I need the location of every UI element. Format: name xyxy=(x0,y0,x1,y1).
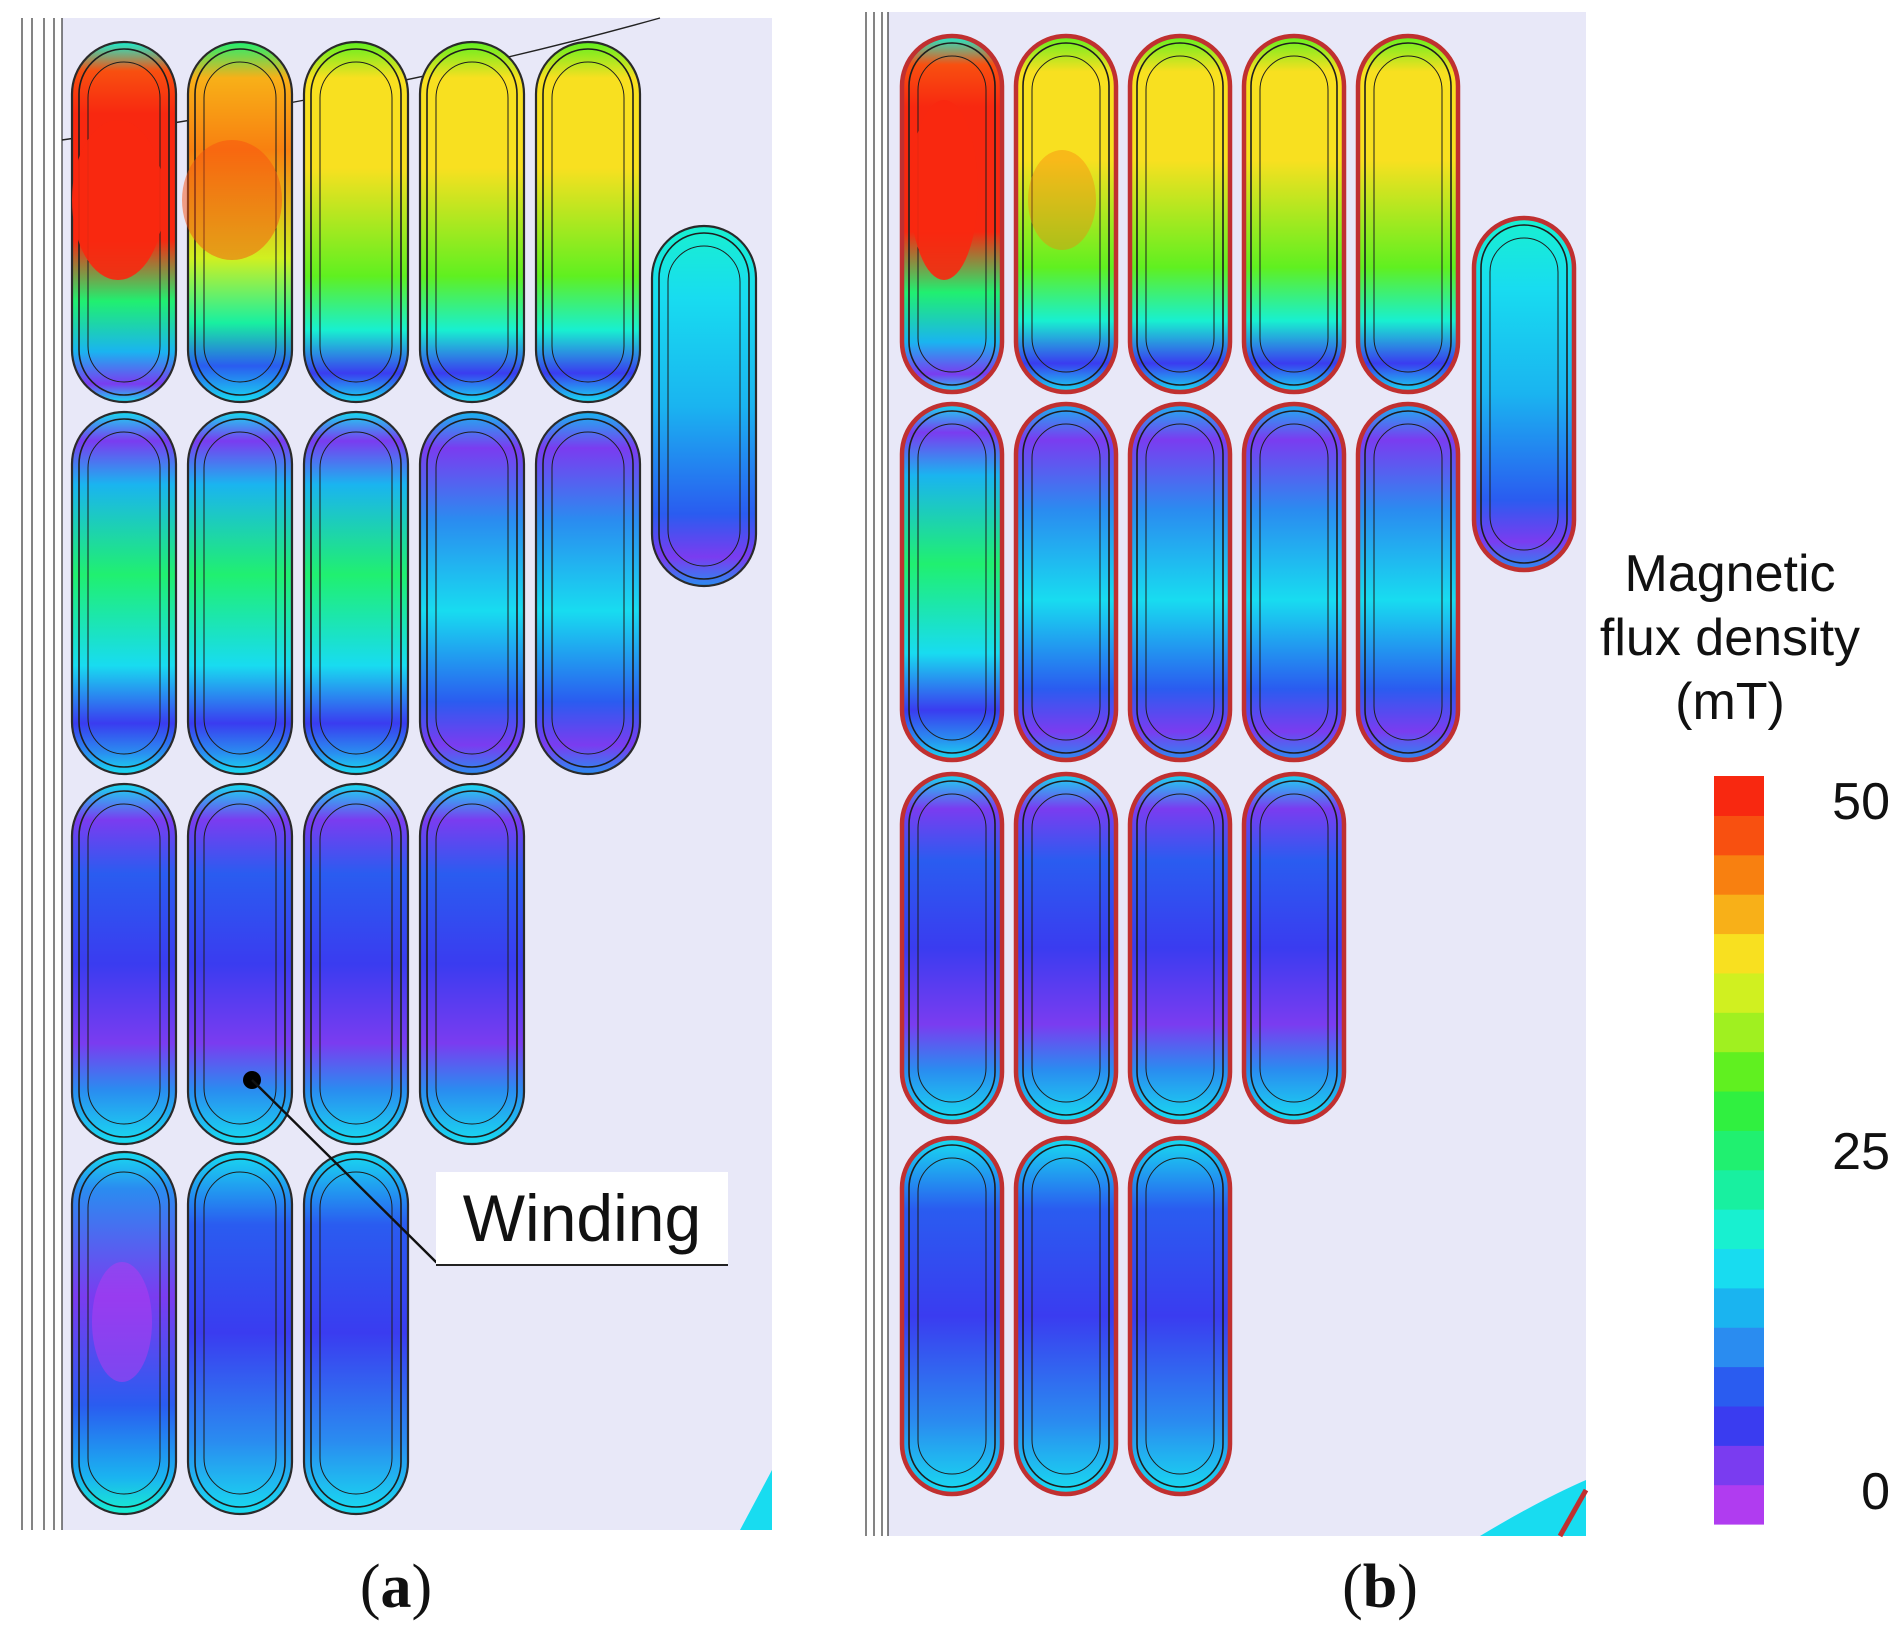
panel-a-winding-coil xyxy=(534,40,642,404)
panel-label-a: (a) xyxy=(359,1553,433,1621)
colorbar-segment xyxy=(1714,1405,1764,1446)
panel-a-hotspot xyxy=(182,140,282,260)
panel-b-winding-coil xyxy=(1013,401,1119,763)
colorbar-segment xyxy=(1714,894,1764,935)
panel-a-lowspot xyxy=(92,1262,152,1382)
panel-label-b: (b) xyxy=(1342,1553,1418,1621)
panel-a-winding-coil xyxy=(650,224,758,588)
colorbar-segment xyxy=(1714,1209,1764,1250)
panel-a-winding-coil xyxy=(418,410,526,776)
panel-b-winding-coil xyxy=(1127,771,1233,1125)
colorbar-segment xyxy=(1714,1051,1764,1092)
panel-b-winding-coil xyxy=(1127,401,1233,763)
winding-callout-label: Winding xyxy=(436,1172,728,1266)
colorbar-segment xyxy=(1714,1012,1764,1053)
colorbar-segment xyxy=(1714,815,1764,856)
colorbar-segment xyxy=(1714,1248,1764,1289)
colorbar-tick-mid: 25 xyxy=(1832,1123,1890,1181)
colorbar-segment xyxy=(1714,1169,1764,1210)
panel-a-winding-coil xyxy=(186,410,294,776)
panel-a-hotspot xyxy=(72,120,164,280)
panel-a-winding-coil xyxy=(70,410,178,776)
colorbar-segment xyxy=(1714,1484,1764,1525)
panel-b-hotspot xyxy=(1028,150,1096,250)
panel-a-winding-coil xyxy=(186,782,294,1146)
panel-b-winding-coil xyxy=(899,1135,1005,1497)
panel-b-winding-coil xyxy=(1013,1135,1119,1497)
panel-label-a-letter: a xyxy=(380,1553,412,1621)
panel-b-winding-coil xyxy=(1355,401,1461,763)
panel-a-winding-coil xyxy=(302,1150,410,1516)
panel-b-winding-coil xyxy=(1127,33,1233,395)
panel-label-b-letter: b xyxy=(1362,1553,1398,1621)
colorbar-segment xyxy=(1714,1366,1764,1407)
colorbar-title-line-3: (mT) xyxy=(1675,673,1785,731)
colorbar-segment xyxy=(1714,933,1764,974)
colorbar-segment xyxy=(1714,1327,1764,1368)
panel-a-winding-coil xyxy=(70,782,178,1146)
panel-b-winding-coil xyxy=(1127,1135,1233,1497)
panel-a-winding-coil xyxy=(302,410,410,776)
colorbar-title: Magnetic flux density (mT) xyxy=(1560,542,1900,734)
panel-a-field-map xyxy=(21,17,772,1530)
colorbar-segment xyxy=(1714,776,1764,816)
panel-b-winding-coil xyxy=(899,771,1005,1125)
panel-b-winding-coil xyxy=(1013,771,1119,1125)
panel-b-winding-coil xyxy=(1471,215,1577,573)
panel-b-winding-coil xyxy=(1241,401,1347,763)
panel-b-corner-fragment xyxy=(1480,1480,1586,1536)
panel-b-winding-coil xyxy=(1013,33,1119,395)
colorbar-segment xyxy=(1714,1445,1764,1486)
panel-a-corner-fragment xyxy=(740,1470,772,1530)
panel-a-winding-coil xyxy=(302,782,410,1146)
colorbar-segment xyxy=(1714,1130,1764,1171)
colorbar xyxy=(1714,776,1764,1525)
colorbar-tick-min: 0 xyxy=(1861,1463,1890,1521)
panel-b-winding-coil xyxy=(899,401,1005,763)
colorbar-segment xyxy=(1714,972,1764,1013)
panel-a-winding-coil xyxy=(418,40,526,404)
panel-b-winding-coil xyxy=(1241,771,1347,1125)
panel-b-winding-coil xyxy=(1241,33,1347,395)
panel-b-corner-fragment xyxy=(1557,1488,1589,1538)
panel-a-winding-coil xyxy=(302,40,410,404)
colorbar-tick-max: 50 xyxy=(1832,773,1890,831)
panel-b-background xyxy=(888,12,1586,1536)
colorbar-segment xyxy=(1714,1287,1764,1328)
colorbar-segment xyxy=(1714,1090,1764,1131)
panel-b-hotspot xyxy=(910,100,978,280)
panel-b-field-map xyxy=(865,12,1589,1538)
panel-a-winding-coil xyxy=(534,410,642,776)
colorbar-title-line-1: Magnetic xyxy=(1624,545,1836,603)
panel-a-winding-coil xyxy=(418,782,526,1146)
colorbar-segment xyxy=(1714,854,1764,895)
panel-b-winding-coil xyxy=(1355,33,1461,395)
colorbar-title-line-2: flux density xyxy=(1599,609,1861,667)
panel-a-winding-coil xyxy=(186,1150,294,1516)
